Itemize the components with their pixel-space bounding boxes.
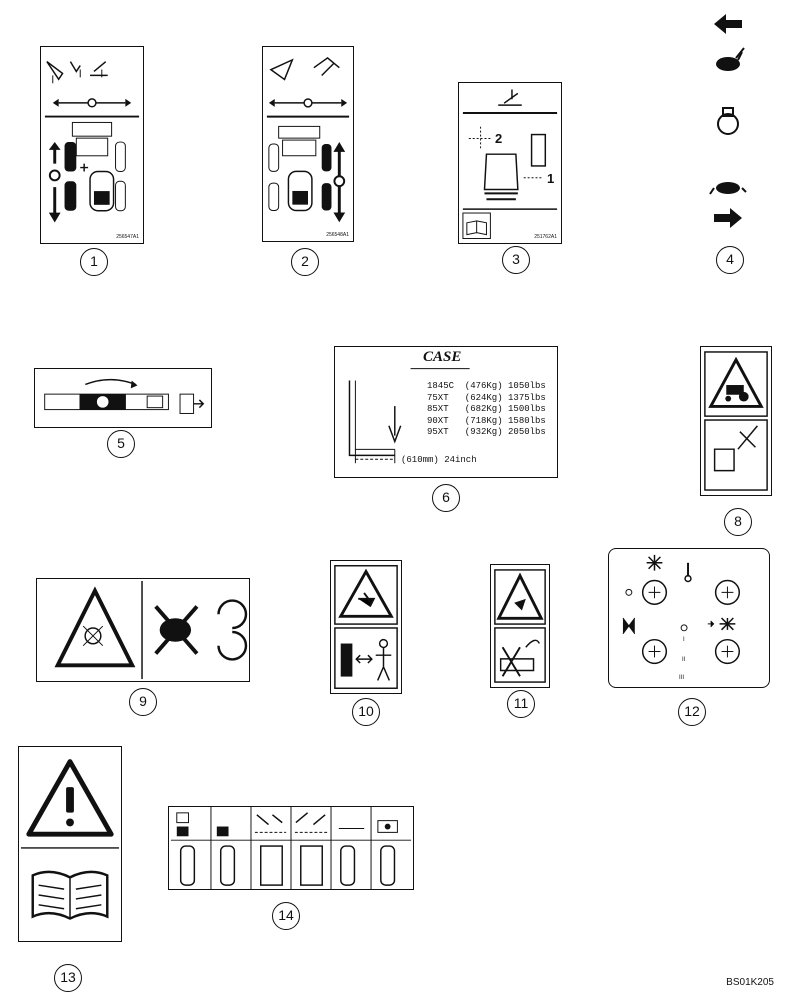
decal-12: I II III [608, 548, 770, 688]
fan-icon [622, 617, 636, 635]
capacity-row: 1845C (476Kg) 1050lbs [427, 381, 546, 391]
decal-3-artwork [462, 89, 558, 240]
decal-6-artwork [348, 368, 470, 464]
case-logo: CASE [423, 349, 462, 365]
callout-1: 1 [80, 248, 108, 276]
decal-10-artwork [334, 565, 398, 689]
arrow-label-2: 2 [495, 131, 503, 146]
decal-10 [330, 560, 402, 694]
capacity-row: 75XT (624Kg) 1375lbs [427, 392, 546, 403]
decal-5 [34, 368, 212, 428]
decal-1: 256547A1 [40, 46, 144, 244]
callout-3: 3 [502, 246, 530, 274]
callout-10: 10 [352, 698, 380, 726]
capacity-row: 85XT (682Kg) 1500lbs [427, 404, 546, 414]
decal-12-artwork [622, 554, 741, 665]
decal-6: CASE 1845C (476Kg) 1050lbs 75XT (624Kg) … [334, 346, 558, 478]
callout-2: 2 [291, 248, 319, 276]
callout-13: 13 [54, 964, 82, 992]
dimension-label: (610mm) 24inch [401, 455, 477, 465]
decal-8 [700, 346, 772, 496]
callout-5: 5 [107, 430, 135, 458]
symbols-4 [709, 14, 747, 228]
roman-label-3: III [679, 675, 685, 681]
decal-8-artwork [704, 351, 768, 491]
callout-11: 11 [507, 690, 535, 718]
decal-2-artwork [266, 56, 350, 223]
callout-8: 8 [724, 508, 752, 536]
part-number: 251762A1 [534, 234, 557, 240]
capacity-row: 90XT (718Kg) 1580lbs [427, 415, 546, 426]
roman-label-1: I [683, 637, 685, 643]
arrow-left-icon [714, 14, 742, 34]
decal-9-artwork [54, 580, 248, 680]
decal-11-artwork [494, 569, 546, 683]
part-number: 256548A1 [326, 232, 349, 238]
decal-14 [168, 806, 414, 890]
capacity-row: 95XT (932Kg) 2050lbs [427, 427, 546, 437]
decal-5-artwork [44, 378, 205, 414]
figure-code: BS01K205 [726, 977, 774, 988]
decal-13 [18, 746, 122, 942]
bulb-icon [717, 113, 739, 135]
decal-11 [490, 564, 550, 688]
arrow-right-icon [714, 208, 742, 228]
decal-13-artwork [20, 759, 120, 920]
callout-6: 6 [432, 484, 460, 512]
decal-2: 256548A1 [262, 46, 354, 242]
turtle-icon [716, 182, 740, 194]
decal-14-artwork [170, 807, 412, 889]
decal-3: 2 1 251762A1 [458, 82, 562, 244]
part-number: 256547A1 [116, 234, 139, 240]
snowflake-icon [646, 554, 663, 571]
decal-1-artwork [44, 61, 140, 223]
callout-12: 12 [678, 698, 706, 726]
decal-9 [36, 578, 250, 682]
roman-label-2: II [682, 657, 686, 663]
arrow-label-1: 1 [547, 171, 555, 186]
rabbit-icon [716, 57, 740, 71]
callout-9: 9 [129, 688, 157, 716]
callout-4: 4 [716, 246, 744, 274]
callout-14: 14 [272, 902, 300, 930]
